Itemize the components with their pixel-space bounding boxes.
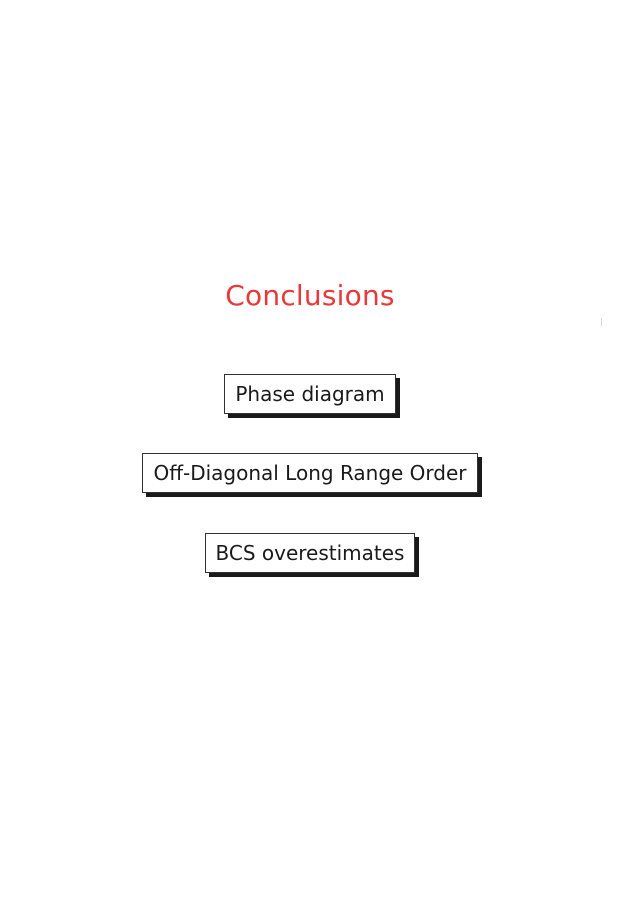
conclusion-row-1: Phase diagram <box>0 374 620 414</box>
conclusion-row-3: BCS overestimates <box>0 533 620 573</box>
conclusion-row-2: Off-Diagonal Long Range Order <box>0 453 620 493</box>
conclusion-item-odlro: Off-Diagonal Long Range Order <box>142 453 478 493</box>
conclusion-item-bcs: BCS overestimates <box>204 533 416 573</box>
scan-speck <box>601 318 602 326</box>
conclusion-item-phase-diagram: Phase diagram <box>224 374 396 414</box>
slide-title: Conclusions <box>225 279 395 312</box>
